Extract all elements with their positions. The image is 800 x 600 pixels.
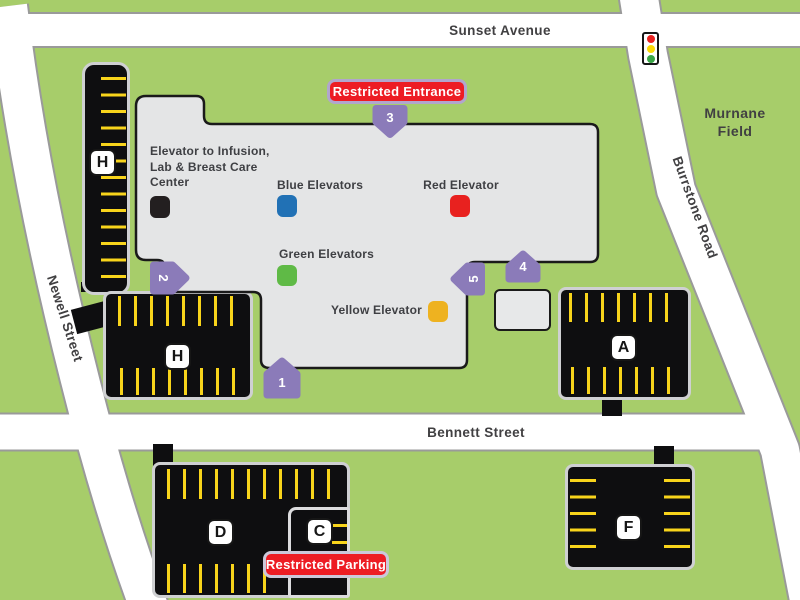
traffic-light-icon xyxy=(642,32,659,65)
lot-h-south-badge: H xyxy=(164,343,191,370)
entrance-number-1: 1 xyxy=(278,375,286,390)
yellow-elevator-label: Yellow Elevator xyxy=(330,303,422,317)
entrance-number-4: 4 xyxy=(519,259,527,274)
restricted-entrance-badge: Restricted Entrance xyxy=(327,79,467,104)
entrance-number-3: 3 xyxy=(386,110,394,125)
yellow-elevator-marker xyxy=(428,301,448,322)
lot-c-badge: C xyxy=(306,518,333,545)
infusion-elevator-label: Elevator to Infusion, Lab & Breast Care … xyxy=(150,144,270,189)
annex-building xyxy=(494,289,551,331)
main-building xyxy=(134,94,600,370)
parking-stripes xyxy=(118,296,246,326)
entrance-pin-3 xyxy=(372,105,408,138)
parking-stripes xyxy=(332,541,347,544)
parking-stripes xyxy=(167,564,272,593)
lot-f-badge: F xyxy=(615,514,642,541)
lot-d-badge: D xyxy=(207,519,234,546)
blue-elevators-marker xyxy=(277,195,297,217)
red-elevator-label: Red Elevator xyxy=(423,178,499,192)
parking-stripes xyxy=(101,77,126,282)
restricted-parking-badge: Restricted Parking xyxy=(263,551,389,578)
entrance-number-5: 5 xyxy=(466,275,481,283)
parking-lot-f xyxy=(565,464,695,570)
parking-lot-h-north xyxy=(82,62,130,295)
lot-h-north-badge: H xyxy=(89,149,116,176)
traffic-light-green xyxy=(646,54,655,63)
murnane-field-label: Murnane Field xyxy=(704,105,766,139)
entrance-number-2: 2 xyxy=(156,274,171,282)
red-elevator-marker xyxy=(450,195,470,217)
parking-stripes xyxy=(570,479,596,559)
green-elevators-label: Green Elevators xyxy=(279,247,375,261)
parking-stripes xyxy=(571,367,674,394)
newell-street-road xyxy=(0,3,167,600)
traffic-light-red xyxy=(646,34,655,43)
parking-stripes xyxy=(569,293,680,322)
lot-a-badge: A xyxy=(610,334,637,361)
green-elevators-marker xyxy=(277,265,297,286)
entrance-pin-4 xyxy=(505,250,541,283)
traffic-light-yellow xyxy=(646,44,655,53)
bennett-street-label: Bennett Street xyxy=(427,425,525,440)
infusion-elevator-marker xyxy=(150,196,170,218)
sunset-avenue-label: Sunset Avenue xyxy=(449,23,551,38)
entrance-pin-5 xyxy=(450,262,485,296)
parking-stripes xyxy=(167,469,343,499)
entrance-pin-2 xyxy=(150,261,190,295)
parking-stripes xyxy=(332,524,347,527)
blue-elevators-label: Blue Elevators xyxy=(277,178,364,192)
parking-stripes xyxy=(664,479,690,559)
entrance-pin-1 xyxy=(263,357,301,399)
parking-stripes xyxy=(120,368,236,395)
